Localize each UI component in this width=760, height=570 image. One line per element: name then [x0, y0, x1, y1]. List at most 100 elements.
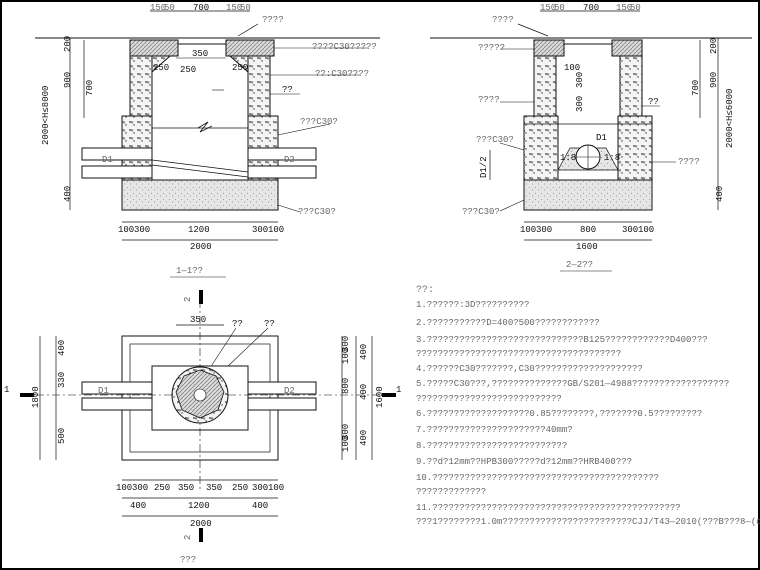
s2-dim-900: 900 — [709, 72, 719, 88]
note-line: 9.??d?12mm??HPB300?????d?12mm??HRB400??? — [416, 457, 632, 467]
plan-label-a: ?? — [232, 319, 243, 329]
s1-dim-900: 900 — [63, 72, 73, 88]
plan-dim-r400a: 400 — [359, 344, 369, 360]
plan-dim-b250a: 250 — [154, 483, 170, 493]
s1-dim-250c: 250 — [180, 65, 196, 75]
s1-label-d2: D2 — [284, 155, 295, 165]
s2-label-slope-right: 1:8 — [604, 153, 620, 163]
plan-dim-l1800: 1800 — [31, 386, 41, 408]
plan-dim-l400: 400 — [57, 340, 67, 356]
plan-dim-b350b: 350 — [206, 483, 222, 493]
s2-label-pipe: ???? — [478, 95, 500, 105]
plan-dim-b100a: 100 — [116, 483, 132, 493]
s2-dim-300b: 300 — [575, 96, 585, 112]
plan-dim-r1600: 1600 — [375, 386, 385, 408]
notes: ??: 1.??????:3D?????????? 2.???????????D=… — [416, 285, 760, 527]
plan-dim-top350: 350 — [190, 315, 206, 325]
s2-dim-b1600: 1600 — [576, 242, 598, 252]
plan-dim-c1200: 1200 — [188, 501, 210, 511]
plan-caption: ??? — [180, 555, 196, 565]
s1-label-cover: ????C30????? — [312, 42, 377, 52]
plan-dim-b300a: 300 — [132, 483, 148, 493]
s1-label-road: ???? — [262, 15, 284, 25]
s1-dim-400: 400 — [63, 186, 73, 202]
section-2-2: 150 50 700 150 50 ???? ????? 100 300 300… — [430, 3, 752, 272]
plan-dim-r400b: 400 — [359, 384, 369, 400]
plan-dim-c2000: 2000 — [190, 519, 212, 529]
s1-dim-250a: 250 — [153, 63, 169, 73]
s1-dim-b300b: 300 — [252, 225, 268, 235]
s2-dim-300a: 300 — [575, 72, 585, 88]
s2-dim-b100a: 100 — [520, 225, 536, 235]
note-line: 5.?????C30???,??????????????GB/S201—4988… — [416, 379, 729, 389]
note-line: 8.?????????????????????????? — [416, 441, 567, 451]
s2-dim-b800: 800 — [580, 225, 596, 235]
s2-dim-700: 700 — [691, 80, 701, 96]
plan-dim-b350a: 350 — [178, 483, 194, 493]
s2-label-cover: ????? — [478, 43, 505, 53]
s1-dim-50-left: 50 — [164, 3, 175, 13]
note-line: ??????????????????????????? — [416, 394, 562, 404]
s1-dim-b1200: 1200 — [188, 225, 210, 235]
s1-dim-150-right: 150 — [226, 3, 242, 13]
plan-mark-s1-left: 1 — [4, 385, 9, 395]
s2-label-slope-left: 1:8 — [560, 153, 576, 163]
s2-dim-b300a: 300 — [536, 225, 552, 235]
s1-label-d1: D1 — [102, 155, 113, 165]
plan-label-d2: D2 — [284, 386, 295, 396]
s2-dim-700: 700 — [583, 3, 599, 13]
note-line: ?????????????????????????????????????? — [416, 349, 621, 359]
s1-label-wall: ?? — [282, 85, 293, 95]
s2-dim-400: 400 — [715, 186, 725, 202]
s2-dim-d12: D1/2 — [479, 156, 489, 178]
plan-dim-l500: 500 — [57, 428, 67, 444]
s1-dim-200: 200 — [63, 36, 73, 52]
plan-view: 2 350 ?? ?? D1 D2 1 1 400 330 1800 500 — [4, 290, 401, 565]
note-line: 6.???????????????????0.85????????,??????… — [416, 409, 702, 419]
s1-dim-50-right: 50 — [240, 3, 251, 13]
s1-dim-150-left: 150 — [150, 3, 166, 13]
note-line: 4.??????C30???????,C30??????????????????… — [416, 364, 643, 374]
s2-caption: 2—2?? — [566, 260, 593, 270]
plan-dim-r300a: 300 — [341, 336, 351, 352]
s1-dim-700: 700 — [193, 3, 209, 13]
plan-dim-r300b: 300 — [341, 424, 351, 440]
note-line: 2.???????????D=400?500???????????? — [416, 318, 600, 328]
s2-dim-200: 200 — [709, 38, 719, 54]
plan-dim-r100a: 100 — [341, 348, 351, 364]
s1-dim-b2000: 2000 — [190, 242, 212, 252]
note-line: 11.?????????????????????????????????????… — [416, 503, 681, 513]
s1-label-base-cushion: ???C30? — [298, 207, 336, 217]
s2-dim-150-left: 150 — [540, 3, 556, 13]
s2-dim-b300b: 300 — [622, 225, 638, 235]
note-line: 3.?????????????????????????????B125?????… — [416, 335, 708, 345]
plan-dim-r400c: 400 — [359, 430, 369, 446]
note-line: 10.?????????????????????????????????????… — [416, 473, 659, 483]
s1-label-slab: ??:C30???? — [315, 69, 369, 79]
plan-dim-c400a: 400 — [130, 501, 146, 511]
s2-dim-50-right: 50 — [630, 3, 641, 13]
plan-dim-b250b: 250 — [232, 483, 248, 493]
section-1-1: 150 50 700 150 50 ???? ????C30????? 250 … — [35, 3, 380, 278]
s1-dim-b300a: 300 — [134, 225, 150, 235]
plan-dim-l330: 330 — [57, 372, 67, 388]
plan-dim-r100b: 100 — [341, 436, 351, 452]
plan-dim-c400b: 400 — [252, 501, 268, 511]
s2-label-cushion2: ???C30? — [462, 207, 500, 217]
s2-dim-total: 2000<H≤6000 — [725, 89, 735, 148]
s1-caption: 1—1?? — [176, 266, 203, 276]
s2-label-d1: D1 — [596, 133, 607, 143]
s2-dim-50-left: 50 — [554, 3, 565, 13]
s2-dim-100: 100 — [564, 63, 580, 73]
note-line: 1.??????:3D?????????? — [416, 300, 529, 310]
s1-label-pipe-cushion: ???C30? — [300, 117, 338, 127]
s1-dim-700: 700 — [85, 80, 95, 96]
notes-title: ??: — [416, 285, 434, 296]
s2-dim-150-right: 150 — [616, 3, 632, 13]
s1-dim-250b: 250 — [232, 63, 248, 73]
s2-label-level: ???? — [678, 157, 700, 167]
plan-dim-r800: 800 — [341, 378, 351, 394]
s2-dim-b100b: 100 — [638, 225, 654, 235]
s1-dim-b100b: 100 — [268, 225, 284, 235]
